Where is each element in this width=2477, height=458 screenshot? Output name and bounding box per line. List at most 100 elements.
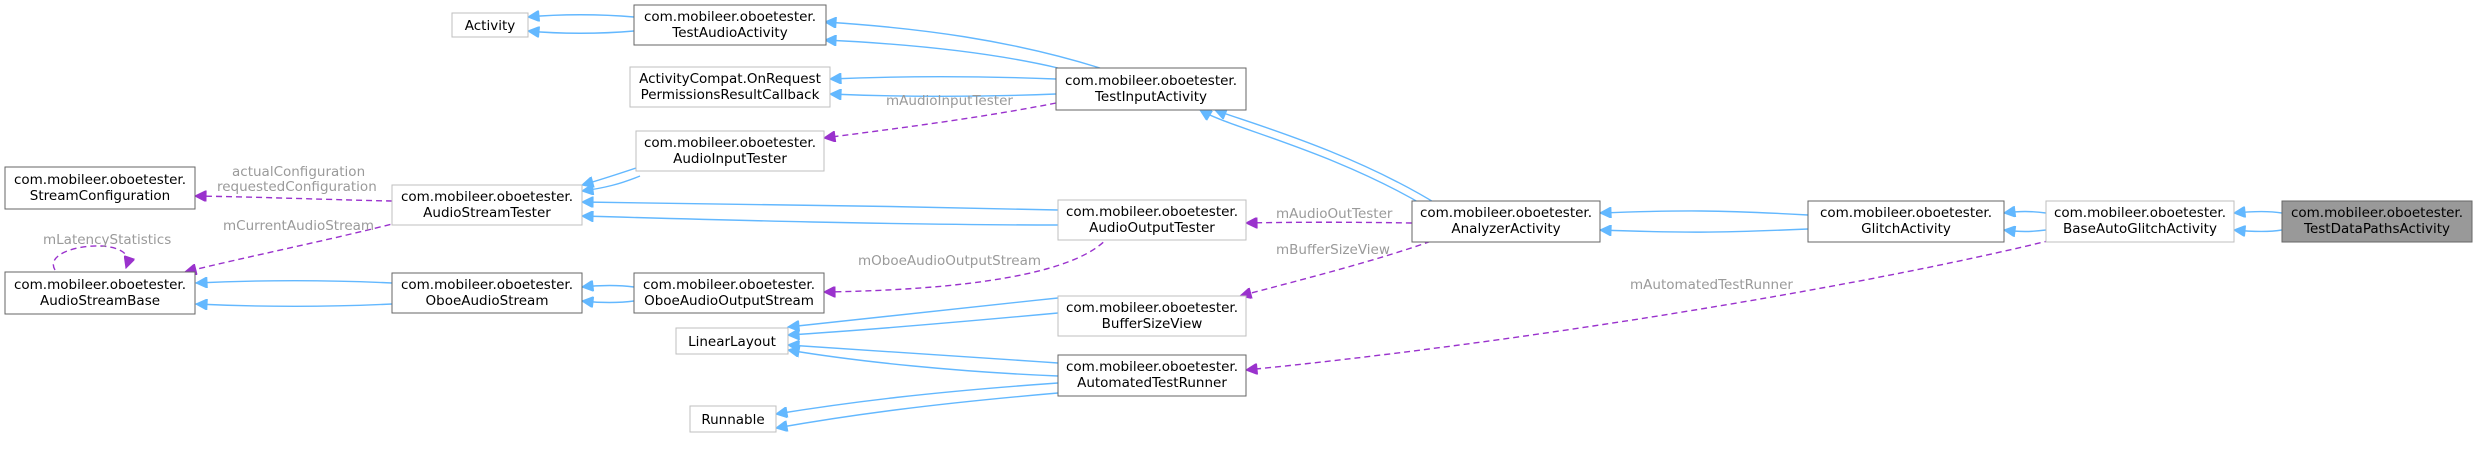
class-node-audio-stream-tester-label-1: com.mobileer.oboetester. <box>401 189 573 205</box>
class-node-glitch-activity-label-1: com.mobileer.oboetester. <box>1820 205 1992 221</box>
edge-label-m-latency-statistics: mLatencyStatistics <box>43 232 171 248</box>
edge-audio-stream-tester-uses-stream-configuration <box>195 196 393 202</box>
class-node-test-audio-activity[interactable]: com.mobileer.oboetester. TestAudioActivi… <box>633 4 827 46</box>
class-node-base-auto-glitch-activity-label-2: BaseAutoGlitchActivity <box>2063 221 2217 237</box>
class-node-stream-configuration-label-1: com.mobileer.oboetester. <box>14 172 186 188</box>
edge-automated-test-runner-to-runnable-2 <box>776 392 1059 428</box>
edge-analyzer-activity-uses-buffer-size-view <box>1240 237 1441 296</box>
class-node-audio-input-tester[interactable]: com.mobileer.oboetester. AudioInputTeste… <box>635 130 825 172</box>
edge-label-m-audio-out-tester: mAudioOutTester <box>1276 206 1393 222</box>
class-node-test-audio-activity-label-2: TestAudioActivity <box>671 25 787 41</box>
class-node-test-audio-activity-label-1: com.mobileer.oboetester. <box>644 9 816 25</box>
class-node-audio-input-tester-label-1: com.mobileer.oboetester. <box>644 135 816 151</box>
class-node-runnable[interactable]: Runnable <box>689 405 777 433</box>
edge-oboe-audio-stream-to-audio-stream-base <box>196 281 393 283</box>
class-node-audio-stream-base[interactable]: com.mobileer.oboetester. AudioStreamBase <box>4 271 196 315</box>
class-node-activity-label: Activity <box>465 18 516 34</box>
class-node-glitch-activity-label-2: GlitchActivity <box>1861 221 1951 237</box>
edge-test-data-paths-activity-to-base-auto-glitch-activity-2 <box>2234 230 2283 232</box>
class-node-audio-output-tester[interactable]: com.mobileer.oboetester. AudioOutputTest… <box>1057 199 1247 241</box>
class-node-analyzer-activity-label-2: AnalyzerActivity <box>1451 221 1560 237</box>
class-node-oboe-audio-output-stream-label-2: OboeAudioOutputStream <box>644 293 814 309</box>
edge-automated-test-runner-to-runnable <box>776 382 1059 414</box>
class-node-oboe-audio-output-stream[interactable]: com.mobileer.oboetester. OboeAudioOutput… <box>633 272 825 314</box>
edge-test-input-activity-to-test-audio-activity-2 <box>825 40 1059 69</box>
class-node-base-auto-glitch-activity[interactable]: com.mobileer.oboetester. BaseAutoGlitchA… <box>2045 200 2235 243</box>
edge-base-auto-glitch-activity-to-glitch-activity-2 <box>2004 230 2047 232</box>
edge-audio-input-tester-to-audio-stream-tester-2 <box>582 175 641 191</box>
class-node-analyzer-activity-label-1: com.mobileer.oboetester. <box>1420 205 1592 221</box>
class-node-runnable-label: Runnable <box>701 412 764 428</box>
edge-audio-stream-base-self-loop <box>52 245 128 271</box>
edge-label-m-automated-test-runner: mAutomatedTestRunner <box>1630 277 1793 293</box>
class-node-test-data-paths-activity-label-2: TestDataPathsActivity <box>2303 221 2450 237</box>
class-node-audio-input-tester-label-2: AudioInputTester <box>673 151 787 167</box>
class-node-linear-layout[interactable]: LinearLayout <box>675 327 789 355</box>
edge-label-requested-configuration: requestedConfiguration <box>217 179 377 195</box>
class-node-test-data-paths-activity-label-1: com.mobileer.oboetester. <box>2291 205 2463 221</box>
class-node-activity-compat[interactable]: ActivityCompat.OnRequest PermissionsResu… <box>629 66 831 108</box>
class-node-oboe-audio-stream-label-1: com.mobileer.oboetester. <box>401 277 573 293</box>
edge-analyzer-activity-to-test-input-activity <box>1200 110 1426 207</box>
class-node-activity-compat-label-1: ActivityCompat.OnRequest <box>639 71 821 87</box>
edges <box>52 15 2283 428</box>
class-node-audio-stream-base-label-2: AudioStreamBase <box>40 293 160 309</box>
edge-buffer-size-view-to-linear-layout-2 <box>788 312 1059 335</box>
class-node-automated-test-runner-label-1: com.mobileer.oboetester. <box>1066 359 1238 375</box>
edge-base-auto-glitch-activity-uses-automated-test-runner <box>1246 237 2061 370</box>
edge-test-input-activity-to-test-audio-activity <box>825 22 1101 69</box>
class-node-audio-stream-tester[interactable]: com.mobileer.oboetester. AudioStreamTest… <box>391 184 583 226</box>
class-node-stream-configuration[interactable]: com.mobileer.oboetester. StreamConfigura… <box>4 166 196 210</box>
edge-automated-test-runner-to-linear-layout-2 <box>788 350 1059 377</box>
edge-base-auto-glitch-activity-to-glitch-activity <box>2004 212 2047 214</box>
edge-label-m-oboe-audio-output-stream: mOboeAudioOutputStream <box>858 253 1041 269</box>
edge-audio-stream-tester-uses-audio-stream-base <box>185 221 401 272</box>
edge-labels: mAudioInputTester actualConfiguration re… <box>43 93 1793 293</box>
edge-glitch-activity-to-analyzer-activity-2 <box>1600 229 1809 232</box>
edge-audio-output-tester-to-audio-stream-tester-2 <box>582 216 1059 226</box>
class-node-test-input-activity-label-1: com.mobileer.oboetester. <box>1065 73 1237 89</box>
edge-audio-output-tester-uses-oboe-audio-output-stream <box>824 234 1111 292</box>
class-node-linear-layout-label: LinearLayout <box>688 334 776 350</box>
class-node-audio-stream-tester-label-2: AudioStreamTester <box>423 205 551 221</box>
class-node-oboe-audio-stream-label-2: OboeAudioStream <box>426 293 549 309</box>
edge-analyzer-activity-to-test-input-activity-2 <box>1215 110 1441 207</box>
class-node-test-input-activity-label-2: TestInputActivity <box>1094 89 1207 105</box>
edge-audio-input-tester-to-audio-stream-tester <box>582 167 637 185</box>
edge-label-actual-configuration: actualConfiguration <box>232 164 365 180</box>
class-node-activity[interactable]: Activity <box>451 12 529 38</box>
class-node-audio-stream-base-label-1: com.mobileer.oboetester. <box>14 277 186 293</box>
class-node-activity-compat-label-2: PermissionsResultCallback <box>641 87 820 103</box>
edge-label-m-audio-input-tester: mAudioInputTester <box>886 93 1013 109</box>
edge-buffer-size-view-to-linear-layout <box>788 297 1059 327</box>
edge-oboe-audio-stream-to-audio-stream-base-2 <box>196 304 393 306</box>
class-node-buffer-size-view[interactable]: com.mobileer.oboetester. BufferSizeView <box>1057 295 1247 337</box>
class-node-oboe-audio-stream[interactable]: com.mobileer.oboetester. OboeAudioStream <box>391 272 583 314</box>
class-node-stream-configuration-label-2: StreamConfiguration <box>30 188 170 204</box>
edge-test-audio-activity-to-activity-2 <box>528 31 635 33</box>
edge-oboe-audio-output-stream-to-oboe-audio-stream-2 <box>582 301 635 303</box>
nodes: Activity com.mobileer.oboetester. TestAu… <box>4 4 2473 433</box>
class-node-base-auto-glitch-activity-label-1: com.mobileer.oboetester. <box>2054 205 2226 221</box>
edge-automated-test-runner-to-linear-layout <box>788 345 1059 364</box>
class-node-oboe-audio-output-stream-label-1: com.mobileer.oboetester. <box>643 277 815 293</box>
class-node-test-data-paths-activity[interactable]: com.mobileer.oboetester. TestDataPathsAc… <box>2281 200 2473 243</box>
edge-test-input-activity-to-activity-compat <box>830 77 1057 79</box>
class-node-buffer-size-view-label-2: BufferSizeView <box>1102 316 1203 332</box>
class-node-test-input-activity[interactable]: com.mobileer.oboetester. TestInputActivi… <box>1055 67 1247 111</box>
edge-test-data-paths-activity-to-base-auto-glitch-activity <box>2234 212 2283 214</box>
class-node-buffer-size-view-label-1: com.mobileer.oboetester. <box>1066 300 1238 316</box>
class-node-audio-output-tester-label-2: AudioOutputTester <box>1089 220 1215 236</box>
class-node-analyzer-activity[interactable]: com.mobileer.oboetester. AnalyzerActivit… <box>1411 200 1601 243</box>
edge-glitch-activity-to-analyzer-activity <box>1600 211 1809 215</box>
edge-analyzer-activity-uses-audio-output-tester <box>1246 222 1413 223</box>
edge-label-m-buffer-size-view: mBufferSizeView <box>1276 242 1390 258</box>
edge-test-input-activity-to-activity-compat-2 <box>830 94 1057 96</box>
class-node-automated-test-runner[interactable]: com.mobileer.oboetester. AutomatedTestRu… <box>1057 354 1247 397</box>
edge-oboe-audio-output-stream-to-oboe-audio-stream <box>582 286 635 288</box>
edge-test-input-activity-uses-audio-input-tester <box>824 102 1057 138</box>
edge-label-m-current-audio-stream: mCurrentAudioStream <box>223 218 374 234</box>
class-node-glitch-activity[interactable]: com.mobileer.oboetester. GlitchActivity <box>1807 200 2005 243</box>
class-node-automated-test-runner-label-2: AutomatedTestRunner <box>1077 375 1227 391</box>
